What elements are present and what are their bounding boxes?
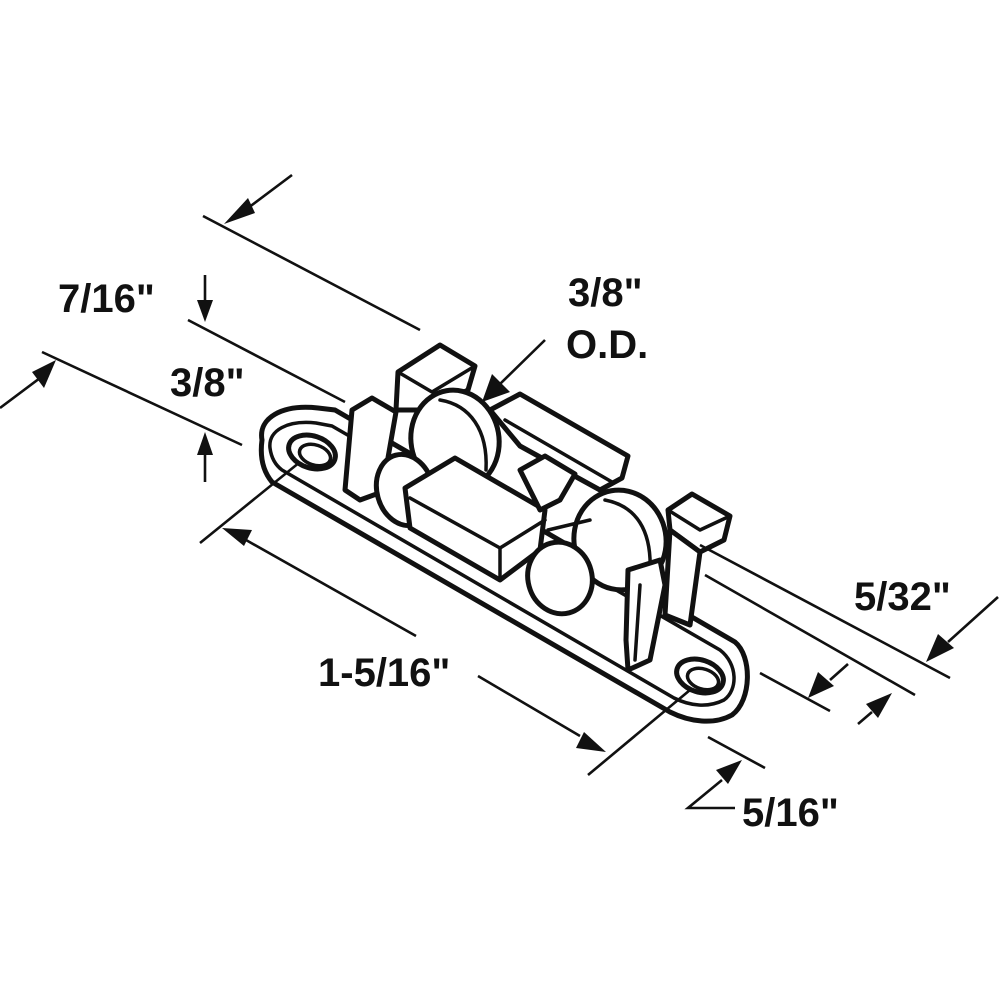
arrowhead-3-8-lower (197, 432, 213, 455)
dimension-leader-5-32 (947, 596, 999, 643)
axle-right-edge (546, 518, 592, 532)
extension-line-5-32-top (699, 543, 951, 680)
axle-right (525, 539, 595, 617)
extension-line-length-left (199, 460, 301, 545)
label-end-offset: 5/16" (742, 791, 839, 835)
mounting-hole-right (674, 656, 726, 696)
arrowhead-3-8-left (32, 360, 56, 388)
rear-tab-edge (396, 364, 477, 394)
dimension-line-length-b (477, 674, 581, 738)
arrowhead-5-16-top (808, 672, 834, 698)
front-tab-edge (666, 508, 732, 532)
label-width: 5/32" (854, 575, 951, 619)
arrowhead-length-left (222, 528, 252, 546)
arrowhead-length-right (576, 732, 606, 752)
label-wheel-diameter-value: 3/8" (568, 271, 643, 315)
arrowhead-top (224, 198, 255, 224)
arrowhead-5-32-top (926, 634, 954, 662)
label-wheel-diameter-unit: O.D. (566, 323, 648, 367)
housing-top-wall-edge (503, 418, 614, 484)
mounting-hole-left-inner (297, 442, 333, 468)
roller-assembly (258, 342, 750, 724)
wheel-left-rim (438, 398, 488, 472)
arrowhead-5-32-bottom (866, 693, 892, 718)
base-plate-rim (268, 420, 736, 707)
dimension-leader-5-32-bottom (857, 711, 873, 725)
extension-line-7-16 (187, 318, 346, 404)
extension-line-length-right (587, 689, 691, 776)
extension-line-5-16-top (759, 671, 831, 713)
label-overall-height: 7/16" (58, 277, 155, 321)
wheel-right-rim (603, 498, 652, 574)
front-tab-post (662, 527, 703, 628)
arrowhead-5-16-bottom (716, 760, 742, 784)
arrowhead-7-16 (197, 300, 213, 322)
extension-line-top (202, 214, 421, 332)
mounting-hole-right-inner (685, 666, 721, 692)
dimension-lines (0, 173, 999, 810)
housing-top-wall (487, 391, 631, 493)
extension-line-5-32-bottom (704, 573, 916, 697)
mounting-hole-left (286, 432, 338, 472)
center-slot (517, 453, 578, 513)
dimension-labels: 7/16" 3/8" 3/8" O.D. 1-5/16" 5/32" 5/16" (58, 271, 951, 835)
label-overall-length: 1-5/16" (318, 651, 450, 695)
dimension-line-length-a (245, 538, 417, 638)
dimension-leader-od (499, 339, 546, 385)
extension-line-5-16-bottom (707, 735, 766, 770)
label-body-height: 3/8" (170, 361, 245, 405)
housing-right-wall-edge (633, 583, 642, 662)
arrowhead-od (482, 374, 510, 402)
extension-line-3-8-top (41, 350, 243, 447)
dimension-leader-5-16-bottom (684, 778, 735, 810)
dimension-leader-3-8-left (0, 376, 41, 410)
dimension-leader-5-16-top (829, 663, 849, 681)
